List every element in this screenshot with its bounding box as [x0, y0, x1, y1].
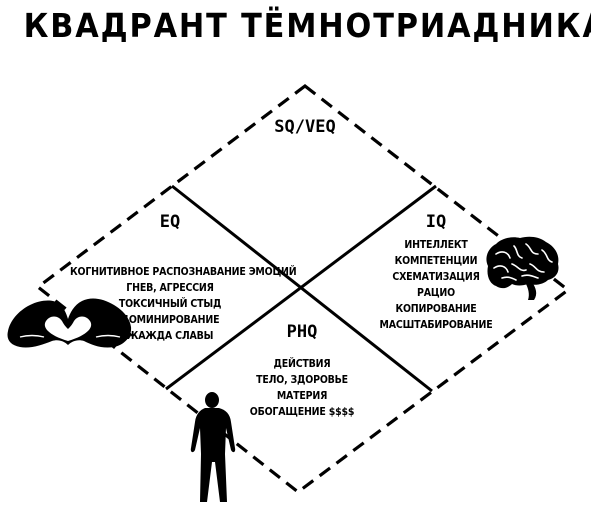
quadrant-bottom-list: действия тело, здоровье материя обогащение …: [242, 356, 362, 420]
brain-icon: [486, 236, 559, 300]
list-item: масштабирование: [379, 319, 493, 331]
quadrant-left-list: когнитивное распознавание эмоций гнев, аг…: [70, 264, 297, 344]
list-item: гнев, агрессия: [126, 282, 214, 294]
quadrant-bottom-heading: PHQ: [286, 322, 318, 342]
quadrant-right-heading: IQ: [425, 212, 447, 232]
list-item: действия: [273, 358, 331, 370]
list-item: когнитивное распознавание эмоций: [70, 266, 297, 278]
axis-line-ne-sw: [165, 184, 437, 391]
list-item: материя: [276, 390, 328, 402]
quadrant-top-heading: SQ/VEQ: [274, 117, 336, 137]
list-item: жажда славы: [126, 330, 214, 342]
list-item: доминирование: [120, 314, 220, 326]
list-item: тело, здоровье: [256, 374, 348, 386]
list-item: рацио: [417, 287, 455, 299]
page-title: КВАДРАНТ ТЁМНОТРИАДНИКА: [23, 6, 591, 45]
list-item: обогащение $$$$: [249, 406, 355, 418]
list-item: токсичный стыд: [118, 298, 222, 310]
list-item: компетенции: [394, 255, 478, 267]
diamond-outline: [35, 83, 571, 495]
heart-hands-icon: [7, 298, 132, 348]
list-item: схематизация: [392, 271, 480, 283]
quadrant-right-list: интеллект компетенции схематизация рацио коп…: [371, 237, 501, 333]
quadrant-left-heading: EQ: [159, 212, 181, 232]
human-silhouette-icon: [190, 392, 236, 502]
list-item: копирование: [395, 303, 477, 315]
list-item: интеллект: [404, 239, 468, 251]
